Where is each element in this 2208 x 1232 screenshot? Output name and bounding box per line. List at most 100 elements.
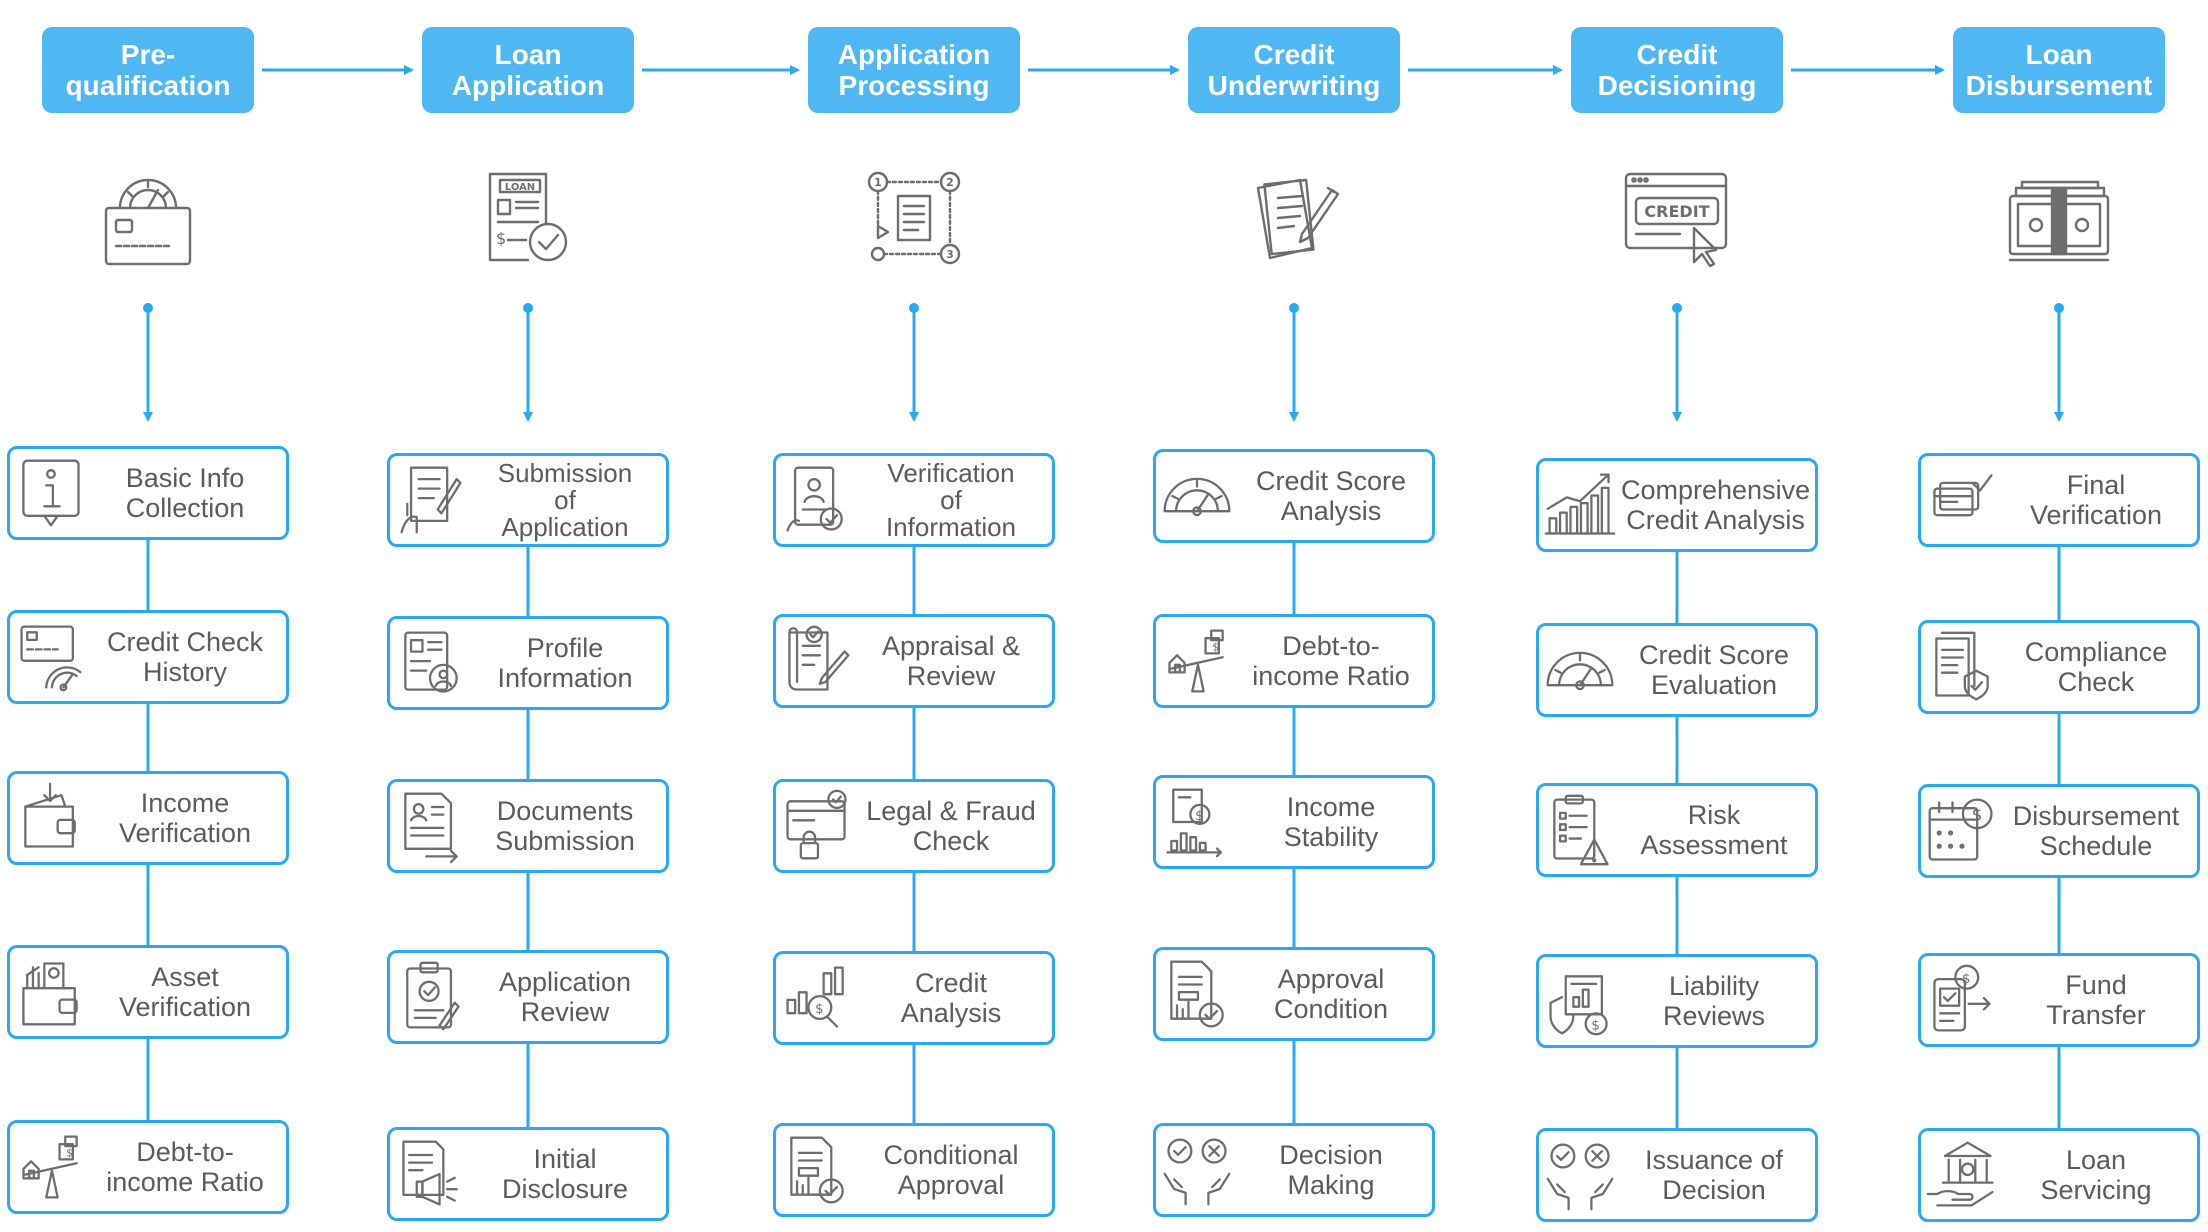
svg-text:CREDIT: CREDIT bbox=[1644, 202, 1709, 221]
step-box: Decision Making bbox=[1153, 1123, 1435, 1217]
card-gauge-icon bbox=[10, 613, 92, 701]
step-label: Disbursement Schedule bbox=[2012, 801, 2180, 861]
credit-screen-icon: CREDIT bbox=[1622, 168, 1732, 273]
step-label: Loan Servicing bbox=[2040, 1145, 2152, 1205]
svg-text:$: $ bbox=[66, 1148, 73, 1160]
balance-scale-icon: $ bbox=[10, 1123, 92, 1211]
svg-text:$: $ bbox=[1591, 1019, 1599, 1034]
step-box: Initial Disclosure bbox=[387, 1127, 669, 1221]
step-label: Basic Info Collection bbox=[125, 463, 245, 523]
clipboard-check-icon bbox=[390, 953, 472, 1041]
step-label: Approval Condition bbox=[1273, 964, 1389, 1024]
step-box: Verification of Information bbox=[773, 453, 1055, 547]
step-label: Debt-to- income Ratio bbox=[106, 1137, 264, 1197]
svg-text:LOAN: LOAN bbox=[505, 182, 535, 193]
svg-text:3: 3 bbox=[946, 248, 954, 261]
scroll-pen-icon bbox=[776, 617, 858, 705]
loan-form-icon: LOAN $ bbox=[478, 168, 578, 273]
gauge-icon bbox=[1539, 626, 1621, 714]
step-label: Submission of Application bbox=[497, 457, 633, 542]
step-label: Issuance of Decision bbox=[1644, 1145, 1784, 1205]
step-box: Application Review bbox=[387, 950, 669, 1044]
step-label: Liability Reviews bbox=[1662, 971, 1766, 1031]
step-label: Application Review bbox=[498, 967, 632, 1027]
svg-text:$: $ bbox=[1195, 809, 1203, 824]
step-label: Credit Score Analysis bbox=[1255, 466, 1407, 526]
megaphone-doc-icon bbox=[390, 1130, 472, 1218]
stage-header: Credit Underwriting bbox=[1188, 27, 1400, 113]
step-box: $Credit Analysis bbox=[773, 951, 1055, 1045]
chart-magnifier-icon: $ bbox=[776, 954, 858, 1042]
step-label: Documents Submission bbox=[495, 796, 635, 856]
step-box: $Debt-to- income Ratio bbox=[1153, 614, 1435, 708]
step-label: Compliance Check bbox=[2024, 637, 2168, 697]
step-box: Legal & Fraud Check bbox=[773, 779, 1055, 873]
wallet-download-icon bbox=[10, 774, 92, 862]
step-label: Legal & Fraud Check bbox=[866, 796, 1036, 856]
step-box: Loan Servicing bbox=[1918, 1128, 2200, 1222]
step-label: Final Verification bbox=[2029, 470, 2163, 530]
step-label: Risk Assessment bbox=[1640, 800, 1788, 860]
step-label: Income Stability bbox=[1283, 792, 1379, 852]
calendar-dollar-icon: $ bbox=[1921, 787, 2003, 875]
stage-header: Loan Application bbox=[422, 27, 634, 113]
profile-doc-icon bbox=[390, 619, 472, 707]
step-box: Asset Verification bbox=[7, 945, 289, 1039]
step-label: Conditional Approval bbox=[883, 1140, 1019, 1200]
step-box: $ Fund Transfer bbox=[1918, 953, 2200, 1047]
step-box: Compliance Check bbox=[1918, 620, 2200, 714]
card-check-icon bbox=[1921, 456, 2003, 544]
hands-choice-icon bbox=[1539, 1131, 1621, 1219]
svg-text:$: $ bbox=[1212, 642, 1219, 654]
step-box: Profile Information bbox=[387, 616, 669, 710]
step-label: Income Verification bbox=[118, 788, 252, 848]
credit-gauge-icon bbox=[98, 168, 198, 273]
wallet-chart-icon bbox=[10, 948, 92, 1036]
step-box: Documents Submission bbox=[387, 779, 669, 873]
step-box: Income Verification bbox=[7, 771, 289, 865]
step-label: Credit Check History bbox=[106, 627, 264, 687]
step-box: Risk Assessment bbox=[1536, 783, 1818, 877]
step-box: Appraisal & Review bbox=[773, 614, 1055, 708]
papers-pen-icon bbox=[1244, 168, 1344, 273]
svg-text:$: $ bbox=[815, 1002, 823, 1017]
id-check-icon bbox=[776, 456, 858, 544]
step-label: Asset Verification bbox=[118, 962, 252, 1022]
step-label: Profile Information bbox=[497, 633, 633, 693]
step-label: Fund Transfer bbox=[2046, 970, 2146, 1030]
step-box: $ Debt-to- income Ratio bbox=[7, 1120, 289, 1214]
svg-text:2: 2 bbox=[946, 176, 954, 189]
shield-chart-icon: $ bbox=[1539, 957, 1621, 1045]
step-box: Issuance of Decision bbox=[1536, 1128, 1818, 1222]
svg-text:$: $ bbox=[1962, 972, 1970, 987]
svg-text:$: $ bbox=[496, 229, 506, 248]
step-box: Submission of Application bbox=[387, 453, 669, 547]
card-lock-icon bbox=[776, 782, 858, 870]
step-box: Credit Check History bbox=[7, 610, 289, 704]
stage-header: Loan Disbursement bbox=[1953, 27, 2165, 113]
document-send-icon bbox=[390, 782, 472, 870]
phone-transfer-icon: $ bbox=[1921, 956, 2003, 1044]
step-box: $Disbursement Schedule bbox=[1918, 784, 2200, 878]
doc-shield-icon bbox=[1921, 623, 2003, 711]
step-box: Final Verification bbox=[1918, 453, 2200, 547]
step-label: Credit Score Evaluation bbox=[1638, 640, 1790, 700]
step-box: Approval Condition bbox=[1153, 947, 1435, 1041]
step-box: $ Liability Reviews bbox=[1536, 954, 1818, 1048]
step-label: Initial Disclosure bbox=[501, 1144, 629, 1204]
stage-header: Pre- qualification bbox=[42, 27, 254, 113]
step-label: Comprehensive Credit Analysis bbox=[1621, 475, 1811, 535]
growth-chart-icon bbox=[1539, 461, 1621, 549]
step-box: Conditional Approval bbox=[773, 1123, 1055, 1217]
info-icon bbox=[10, 449, 92, 537]
doc-check-icon bbox=[776, 1126, 858, 1214]
step-label: Appraisal & Review bbox=[881, 631, 1021, 691]
banknotes-icon bbox=[2004, 168, 2114, 273]
form-pen-icon bbox=[390, 456, 472, 544]
bank-hand-icon bbox=[1921, 1131, 2003, 1219]
step-box: Basic Info Collection bbox=[7, 446, 289, 540]
svg-text:1: 1 bbox=[874, 176, 882, 189]
process-steps-icon: 1 2 3 bbox=[864, 168, 964, 273]
